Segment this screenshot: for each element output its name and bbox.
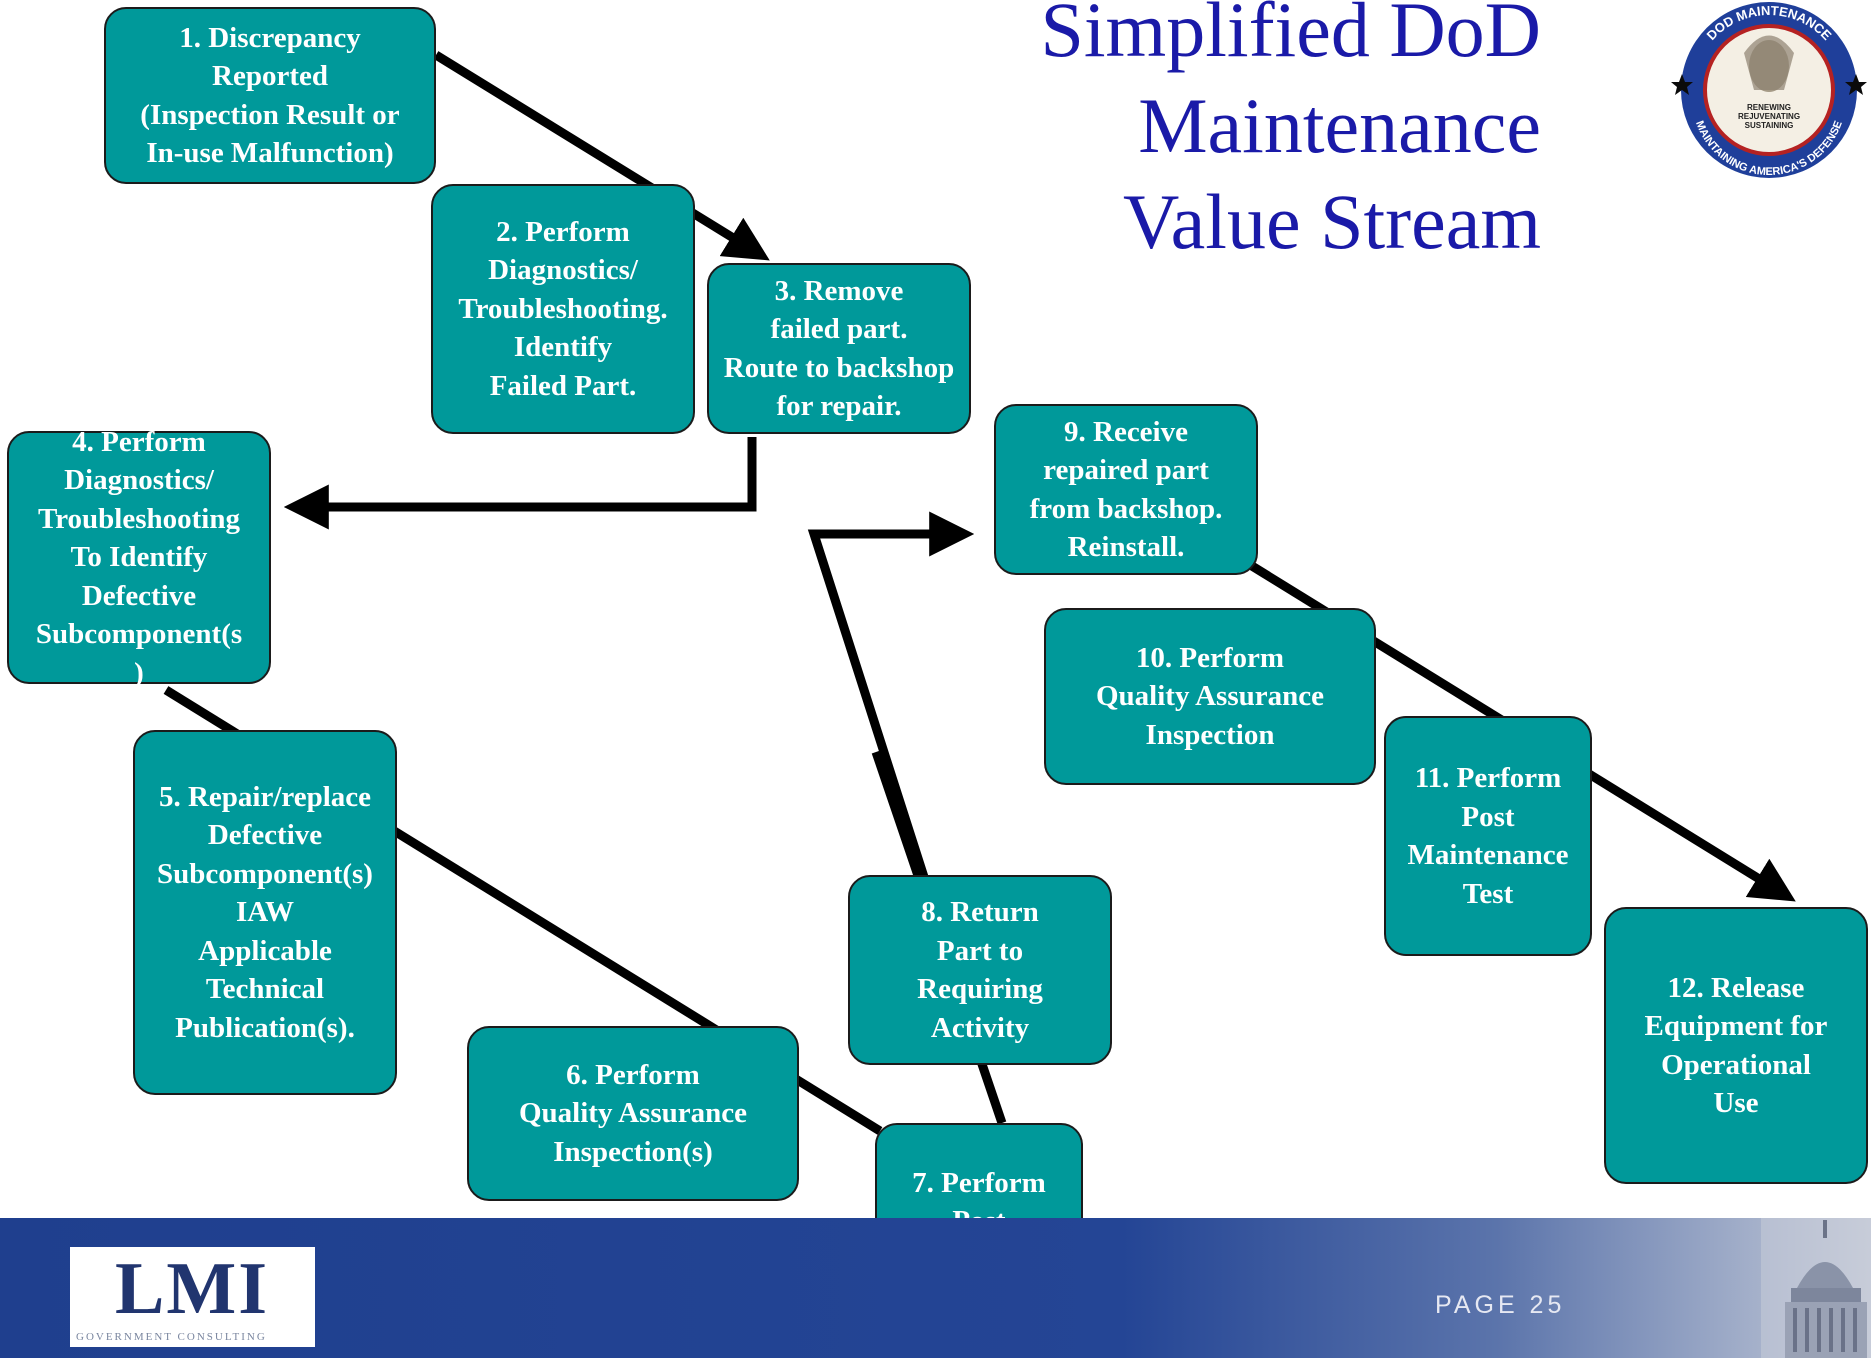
step-8-label: 8. Return Part to Requiring Activity [917,896,1043,1044]
connector-8-to-9 [807,511,975,879]
title-line-1: Simplified DoD [1040,0,1542,73]
connector-3-to-4 [283,437,757,530]
step-11-label: 11. Perform Post Maintenance Test [1407,762,1569,910]
step-1-label: 1. Discrepancy Reported (Inspection Resu… [140,21,400,170]
lmi-logo-text: LMI GOVERNMENT CONSULTING [70,1247,315,1347]
step-12-label: 12. Release Equipment for Operational Us… [1644,971,1828,1120]
step-3-remove-failed-part: 3. Remove failed part. Route to backshop… [707,263,971,434]
step-4-diagnose-subcomponent: 4. Perform Diagnostics/ Troubleshooting … [7,426,271,689]
logo-subtitle: GOVERNMENT CONSULTING [76,1331,267,1343]
capitol-dome-icon [1761,1218,1871,1358]
slide-title: Simplified DoD Maintenance Value Stream [841,0,1542,270]
lmi-logo [70,1247,315,1347]
step-2-perform-diagnostics: 2. Perform Diagnostics/ Troubleshooting.… [431,184,695,434]
svg-text:RENEWING: RENEWING [1747,103,1791,112]
step-9-receive-repaired-part: 9. Receive repaired part from backshop. … [994,404,1258,575]
step-3-label: 3. Remove failed part. Route to backshop… [723,274,955,423]
title-line-3: Value Stream [1122,178,1541,265]
step-4-label: 4. Perform Diagnostics/ Troubleshooting … [35,425,243,689]
page-number: PAGE 25 [1435,1291,1566,1319]
step-10-label: 10. Perform Quality Assurance Inspection [1096,641,1324,751]
title-line-2: Maintenance [1138,82,1541,169]
step-6-quality-assurance: 6. Perform Quality Assurance Inspection(… [467,1026,799,1201]
step-5-label: 5. Repair/replace Defective Subcomponent… [157,780,373,1044]
logo-wordmark: LMI [115,1248,269,1330]
step-6-label: 6. Perform Quality Assurance Inspection(… [519,1058,747,1168]
step-10-quality-assurance: 10. Perform Quality Assurance Inspection [1044,608,1376,785]
step-8-return-part: 8. Return Part to Requiring Activity [848,875,1112,1065]
step-11-post-maintenance-test: 11. Perform Post Maintenance Test [1384,716,1592,956]
step-9-label: 9. Receive repaired part from backshop. … [1029,415,1223,564]
svg-text:REJUVENATING: REJUVENATING [1738,112,1800,121]
svg-text:SUSTAINING: SUSTAINING [1745,121,1794,130]
step-12-release-equipment: 12. Release Equipment for Operational Us… [1604,907,1868,1184]
dod-maintenance-seal: DOD MAINTENANCE MAINTAINING AMERICA'S DE… [1671,2,1867,178]
step-2-label: 2. Perform Diagnostics/ Troubleshooting.… [458,215,668,402]
step-5-repair-replace: 5. Repair/replace Defective Subcomponent… [133,730,397,1095]
step-1-discrepancy-reported: 1. Discrepancy Reported (Inspection Resu… [104,7,436,184]
connector-1-to-3 [433,51,770,261]
